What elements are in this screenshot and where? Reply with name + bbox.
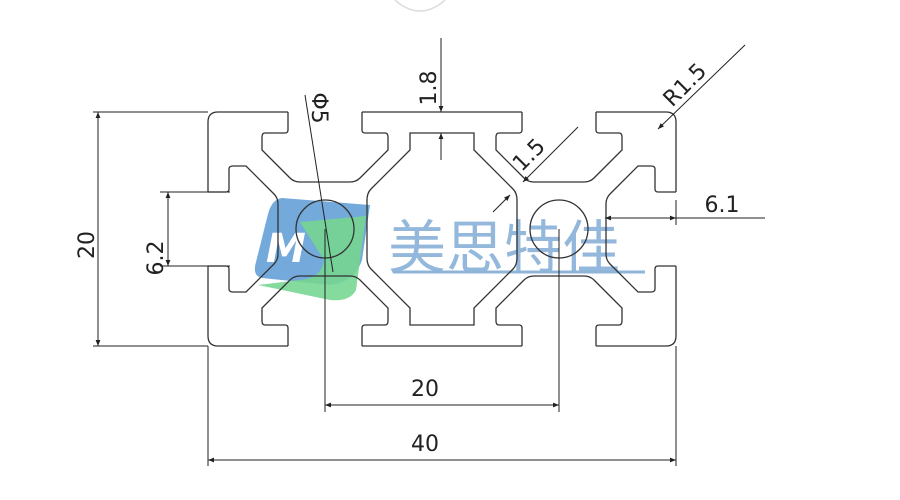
dim-corner-radius: R1.5 <box>659 59 712 112</box>
logo-letters: M <box>266 226 306 272</box>
dim-slot-opening: 6.2 <box>144 241 169 276</box>
dim-wall-top: 1.8 <box>417 71 442 106</box>
dim-height: 20 <box>75 231 100 259</box>
dim-center-hole: Φ5 <box>306 92 331 123</box>
dimension-lines <box>93 38 765 466</box>
background-arc <box>394 0 446 12</box>
dim-hole-spacing: 20 <box>411 377 439 402</box>
watermark-logo: M 美思特佳 <box>254 198 645 301</box>
dim-slot-depth: 6.1 <box>705 193 740 218</box>
dim-width: 40 <box>411 432 439 457</box>
dim-web: 1.5 <box>508 134 550 176</box>
